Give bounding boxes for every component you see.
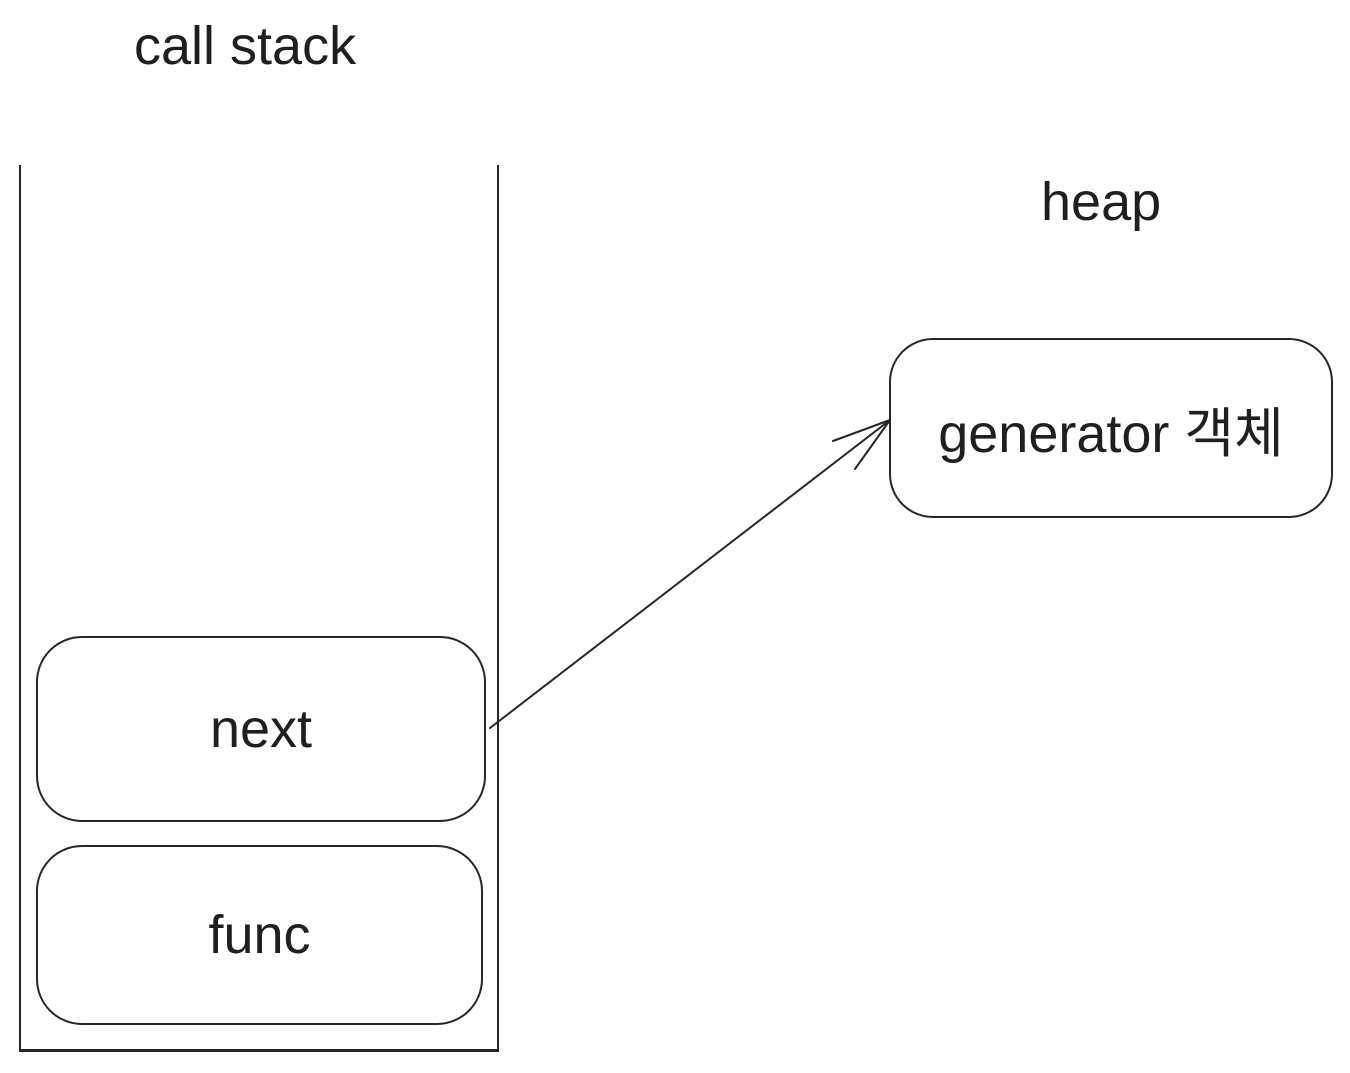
stack-frame-next: next (36, 636, 486, 822)
heap-title: heap (1041, 172, 1162, 232)
arrowhead-upper-barb (832, 419, 891, 442)
stack-frame-label: next (209, 699, 313, 759)
arrowhead-lower-barb (854, 419, 891, 470)
call-stack-title: call stack (134, 16, 357, 76)
heap-object-generator: generator 객체 (889, 338, 1333, 518)
stack-frame-label: func (208, 905, 311, 965)
heap-object-label: generator 객체 (938, 403, 1284, 464)
stack-frame-func: func (36, 845, 483, 1025)
